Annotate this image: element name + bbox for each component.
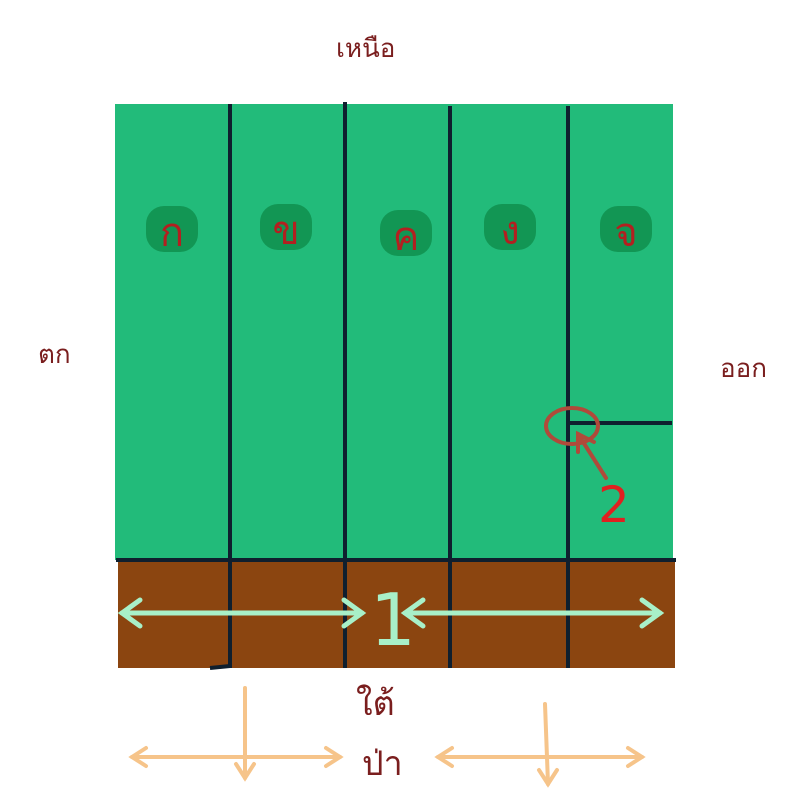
marker-2-label: 2 (598, 476, 630, 534)
soil-arrow-right-head-e (639, 597, 665, 629)
plot-label-4: ง (480, 198, 540, 262)
soil-arrow-right-head-w (400, 597, 426, 629)
marker-1-label: 1 (370, 578, 416, 662)
plot-label-3: ค (376, 204, 436, 268)
direction-north: เหนือ (336, 34, 396, 64)
soil-arrow-left-head-w (117, 597, 143, 629)
plot-label-5: จ (596, 200, 656, 264)
field-area (115, 104, 673, 560)
forest-arrows (128, 686, 646, 788)
plot-label-2: ข (256, 198, 316, 262)
forest-arrow-right-stem (543, 702, 550, 786)
marker-2-arrow (576, 430, 608, 480)
forest-label: ป่า (362, 744, 403, 784)
marker-circle (544, 406, 600, 446)
direction-west: ตก (38, 340, 71, 370)
direction-south: ใต้ (356, 684, 395, 724)
soil-arrow-left-head-e (341, 597, 367, 629)
soil-arrows (117, 597, 665, 629)
direction-east: ออก (720, 354, 767, 384)
plot-label-1: ก (142, 200, 202, 264)
plot-boundaries (116, 102, 676, 670)
corner-tick (209, 664, 231, 670)
